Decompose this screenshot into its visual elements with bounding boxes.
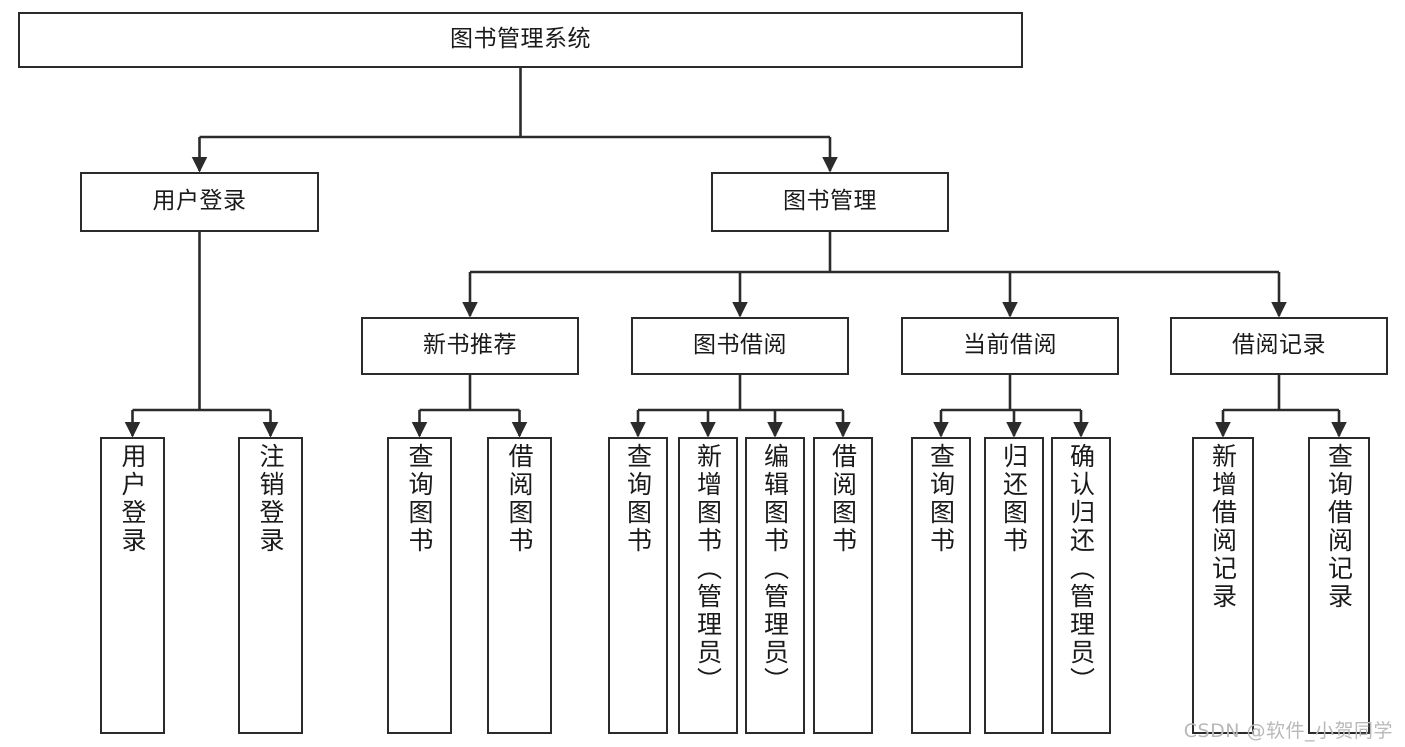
node-leaf-cb-return[interactable]: 归还图书 <box>984 437 1044 734</box>
node-leaf-br-query[interactable]: 查询借阅记录 <box>1308 437 1370 734</box>
node-leaf-rec-query[interactable]: 查询图书 <box>387 437 452 734</box>
node-label: 确认归还（管理员） <box>1066 443 1096 695</box>
node-label: 编辑图书（管理员） <box>760 443 790 695</box>
node-label: 图书管理系统 <box>450 26 591 53</box>
node-label: 注销登录 <box>256 443 285 555</box>
node-leaf-cb-confirm[interactable]: 确认归还（管理员） <box>1051 437 1111 734</box>
node-label: 借阅记录 <box>1232 332 1326 359</box>
node-leaf-rec-borrow[interactable]: 借阅图书 <box>487 437 552 734</box>
node-label: 用户登录 <box>152 188 247 215</box>
node-leaf-cb-query[interactable]: 查询图书 <box>911 437 971 734</box>
node-label: 新书推荐 <box>423 332 517 359</box>
node-label: 新增借阅记录 <box>1208 443 1238 611</box>
node-label: 查询图书 <box>623 443 653 555</box>
node-leaf-br-add[interactable]: 新增借阅记录 <box>1192 437 1254 734</box>
node-label: 查询图书 <box>926 443 956 555</box>
node-leaf-bb-borrow[interactable]: 借阅图书 <box>813 437 873 734</box>
edge-paths <box>124 68 1347 438</box>
node-new-book-rec[interactable]: 新书推荐 <box>361 317 579 375</box>
node-label: 图书借阅 <box>693 332 787 359</box>
node-book-borrow[interactable]: 图书借阅 <box>631 317 849 375</box>
node-label: 图书管理 <box>783 188 877 215</box>
node-leaf-bb-add[interactable]: 新增图书（管理员） <box>678 437 738 734</box>
node-root[interactable]: 图书管理系统 <box>18 12 1023 68</box>
node-label: 借阅图书 <box>828 443 858 555</box>
node-book-manage[interactable]: 图书管理 <box>711 172 949 232</box>
node-user-login[interactable]: 用户登录 <box>80 172 319 232</box>
node-label: 查询图书 <box>405 443 434 555</box>
node-label: 归还图书 <box>999 443 1029 555</box>
node-leaf-user-logout[interactable]: 注销登录 <box>238 437 303 734</box>
node-label: 当前借阅 <box>963 332 1057 359</box>
node-label: 查询借阅记录 <box>1324 443 1354 611</box>
node-current-borrow[interactable]: 当前借阅 <box>901 317 1119 375</box>
node-label: 用户登录 <box>118 443 147 555</box>
node-label: 新增图书（管理员） <box>693 443 723 695</box>
node-label: 借阅图书 <box>505 443 534 555</box>
watermark: CSDN @软件_小贺同学 <box>1183 720 1393 742</box>
node-leaf-user-login[interactable]: 用户登录 <box>100 437 165 734</box>
node-borrow-record[interactable]: 借阅记录 <box>1170 317 1388 375</box>
node-leaf-bb-edit[interactable]: 编辑图书（管理员） <box>745 437 805 734</box>
node-leaf-bb-query[interactable]: 查询图书 <box>608 437 668 734</box>
